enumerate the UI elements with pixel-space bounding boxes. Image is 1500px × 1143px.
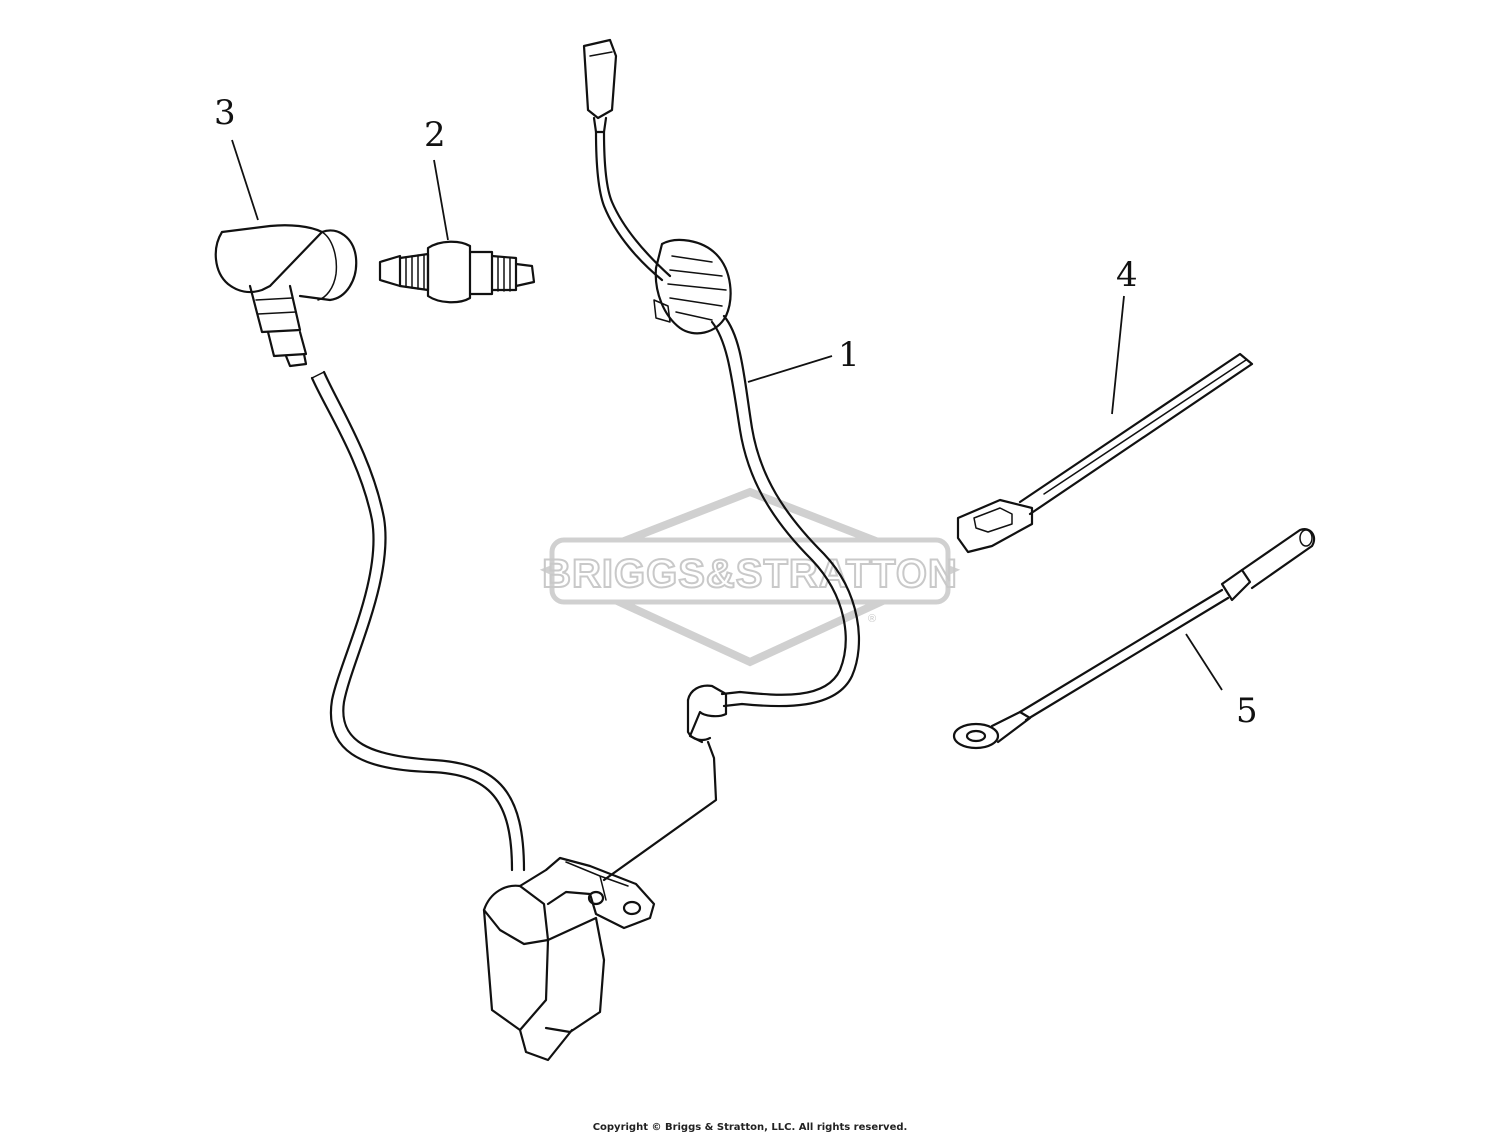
watermark-text: BRIGGS&STRATTON [542,552,958,596]
leader-5 [1185,633,1223,691]
watermark-registered: ® [868,613,876,625]
part-label-5: 5 [1236,691,1258,731]
spark-plug-drawing [378,240,536,304]
part-label-3: 3 [214,93,236,133]
ignition-coil-drawing [482,740,718,1062]
leader-4 [1111,295,1125,415]
leader-lines [231,139,1223,691]
cable-tie-drawing [956,352,1254,554]
ground-wire-drawing [582,38,861,744]
copyright-notice: Copyright © Briggs & Stratton, LLC. All … [592,1122,908,1133]
leader-3 [231,139,259,221]
part-label-1: 1 [838,335,860,375]
part-label-4: 4 [1116,255,1138,295]
leader-2 [433,159,449,241]
leader-1 [747,355,833,383]
ground-lead-drawing [952,528,1316,750]
part-label-2: 2 [424,115,446,155]
spark-plug-boot-drawing [214,224,526,872]
watermark-logo: BRIGGS&STRATTON ® [539,487,961,667]
